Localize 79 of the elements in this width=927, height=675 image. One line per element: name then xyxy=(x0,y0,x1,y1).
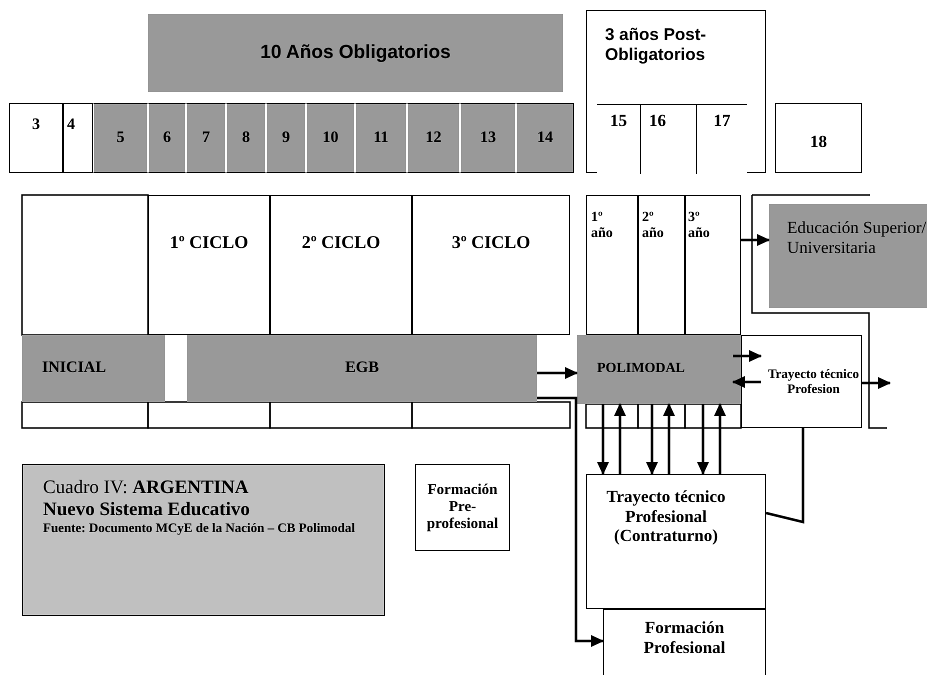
age-cell xyxy=(93,103,148,173)
node-label: 5 xyxy=(116,128,126,148)
connector-line xyxy=(766,428,804,524)
node-label: POLIMODAL xyxy=(597,361,686,378)
level-band xyxy=(577,335,741,404)
level-band xyxy=(769,204,927,308)
header-band xyxy=(148,14,563,92)
node-label: 12 xyxy=(424,128,442,148)
cycle-column xyxy=(148,195,270,335)
track-box xyxy=(586,474,766,609)
arrow xyxy=(862,377,891,389)
age-cell xyxy=(306,103,355,173)
track-box xyxy=(415,464,510,551)
node-label: Trayecto técnico Profesion xyxy=(766,366,860,396)
arrow xyxy=(733,350,762,362)
arrow xyxy=(741,234,770,246)
arrow xyxy=(732,376,761,388)
year-column xyxy=(685,195,741,335)
age-cell xyxy=(641,104,697,174)
node-label: 14 xyxy=(536,128,554,148)
arrow xyxy=(714,403,726,474)
node-label: 2º año xyxy=(642,210,664,242)
node-label: Educación Superior/ Universitaria xyxy=(787,218,927,258)
node-label: 3 años Post-Obligatorios xyxy=(605,25,708,64)
node-label: 6 xyxy=(162,128,172,148)
node-label: 18 xyxy=(809,132,828,152)
arrow xyxy=(537,396,604,647)
node-label: 7 xyxy=(201,128,211,148)
age-cell xyxy=(186,103,226,173)
level-band xyxy=(22,335,165,402)
node-label: Trayecto técnico Profesional (Contraturno) xyxy=(605,487,727,546)
node-label: 3 xyxy=(31,116,41,134)
node-label: 13 xyxy=(479,128,497,148)
level-band xyxy=(187,335,537,402)
node-label: 10 Años Obligatorios xyxy=(259,42,452,64)
node-label: 8 xyxy=(241,128,251,148)
track-box xyxy=(603,609,766,675)
figure-title: Cuadro IV: ARGENTINA xyxy=(43,477,250,499)
arrow xyxy=(663,403,675,474)
age-cell xyxy=(226,103,266,173)
age-cell xyxy=(266,103,306,173)
age-cell xyxy=(775,103,862,173)
arrow xyxy=(537,367,578,379)
node-label: Formación Pre-profesional xyxy=(426,482,500,534)
age-cell xyxy=(355,103,407,173)
year-column xyxy=(638,195,685,335)
node-label: 3º año xyxy=(688,210,710,242)
node-label: 11 xyxy=(372,128,390,148)
source-note: Fuente: Documento MCyE de la Nación – CB Polimodal xyxy=(43,520,356,536)
track-box xyxy=(741,335,862,428)
age-cell xyxy=(9,103,63,173)
arrow xyxy=(646,404,658,475)
age-cell xyxy=(148,103,186,173)
node-label: 15 xyxy=(609,111,628,131)
node-label: 4 xyxy=(67,116,76,134)
node-label: 1º CICLO xyxy=(168,232,250,253)
period-box xyxy=(586,10,766,173)
node-label: INICIAL xyxy=(42,359,108,378)
node-label: 3º CICLO xyxy=(450,232,532,253)
node-label: 17 xyxy=(712,111,732,131)
node-label: 16 xyxy=(649,111,667,131)
figure-subtitle: Nuevo Sistema Educativo xyxy=(43,498,251,521)
age-cell xyxy=(63,103,93,173)
year-column xyxy=(586,195,638,335)
arrow xyxy=(614,403,626,474)
cycle-column xyxy=(412,195,570,335)
cycle-column xyxy=(270,195,412,335)
node-label: 10 xyxy=(322,128,340,148)
caption-panel xyxy=(22,464,385,616)
node-label: EGB xyxy=(344,359,380,378)
age-cell xyxy=(516,103,574,173)
arrow xyxy=(597,404,609,475)
node-label: 2º CICLO xyxy=(300,232,382,253)
arrow xyxy=(697,404,709,475)
age-cell xyxy=(407,103,460,173)
node-label: 1º año xyxy=(591,210,613,242)
node-label: Formación Profesional xyxy=(642,618,726,658)
node-label: 9 xyxy=(281,128,291,148)
age-cell xyxy=(460,103,516,173)
